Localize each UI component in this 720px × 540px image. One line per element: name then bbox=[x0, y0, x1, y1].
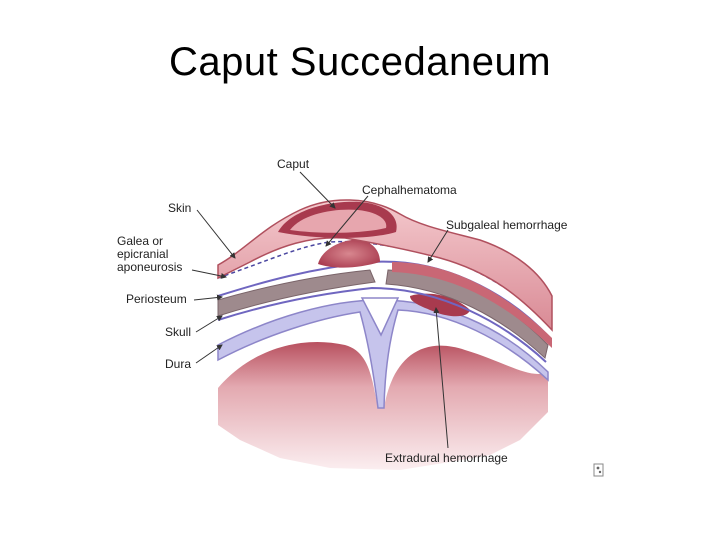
label-cephalhematoma: Cephalhematoma bbox=[362, 183, 457, 197]
dural-sinus bbox=[360, 297, 400, 337]
leader-dura bbox=[195, 344, 223, 364]
label-caput: Caput bbox=[277, 157, 310, 171]
label-skull: Skull bbox=[165, 325, 191, 339]
leader-extradural bbox=[433, 307, 449, 449]
leader-skull bbox=[195, 315, 223, 333]
corner-icon bbox=[593, 463, 604, 477]
slide-title: Caput Succedaneum bbox=[168, 40, 552, 84]
leader-cephalhematoma bbox=[325, 195, 369, 247]
label-subgaleal: Subgaleal hemorrhage bbox=[446, 218, 568, 232]
label-periosteum: Periosteum bbox=[126, 292, 187, 306]
leader-caput bbox=[299, 171, 336, 209]
label-galea-2: epicranial bbox=[117, 247, 168, 261]
cephalhematoma bbox=[318, 239, 380, 268]
label-galea-3: aponeurosis bbox=[117, 260, 182, 274]
leader-periosteum bbox=[193, 294, 223, 301]
subgaleal-hemorrhage bbox=[392, 262, 552, 348]
label-skin: Skin bbox=[168, 201, 191, 215]
brain-cortex bbox=[218, 341, 548, 470]
leader-galea bbox=[191, 269, 227, 279]
label-galea-1: Galea or bbox=[117, 234, 163, 248]
label-extradural: Extradural hemorrhage bbox=[385, 451, 508, 465]
leader-subgaleal bbox=[427, 229, 449, 263]
extradural-hemorrhage bbox=[410, 293, 470, 317]
label-dura: Dura bbox=[165, 357, 191, 371]
leader-skin bbox=[196, 209, 236, 259]
skull-left bbox=[217, 269, 376, 317]
